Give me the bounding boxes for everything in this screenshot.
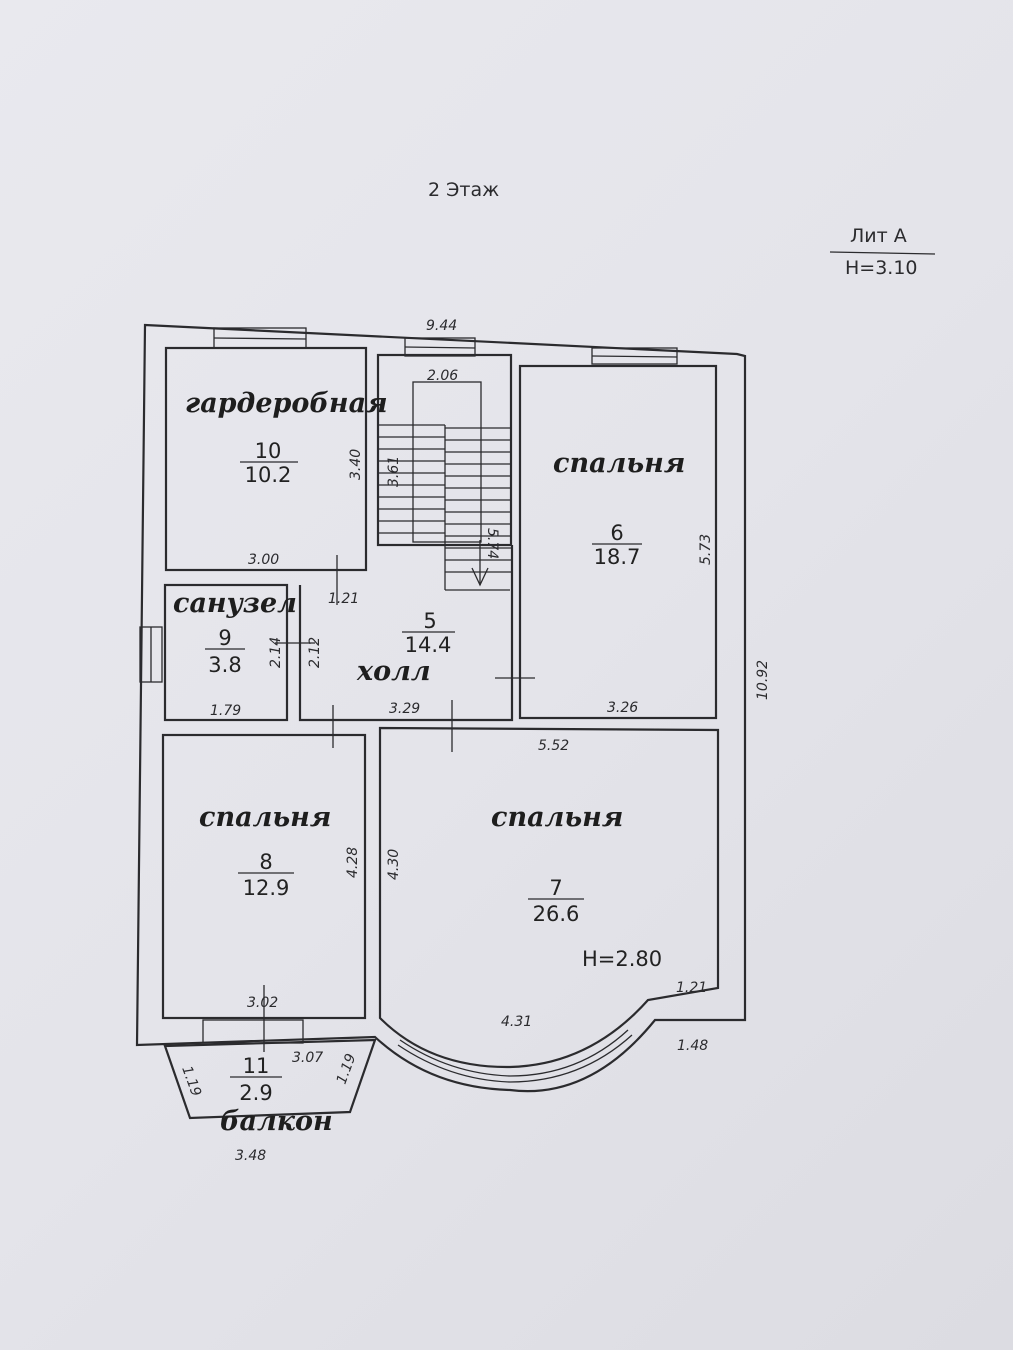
door-markers [263, 555, 535, 1052]
room-area: 12.9 [243, 876, 290, 900]
lit-divider [829, 251, 936, 255]
svg-text:2.06: 2.06 [427, 368, 458, 384]
svg-text:4.28: 4.28 [345, 847, 361, 878]
svg-text:3.26: 3.26 [607, 700, 638, 716]
room-number: 5 [423, 609, 436, 633]
room-name: спальня [553, 448, 685, 479]
room-number: 7 [549, 876, 562, 900]
room-name: холл [356, 656, 431, 687]
floor-title: 2 Этаж [428, 179, 499, 201]
room-bathroom [163, 583, 289, 722]
room-number: 6 [610, 521, 623, 545]
room-number: 11 [243, 1054, 270, 1078]
room-name: балкон [220, 1106, 333, 1137]
room-wardrobe [164, 346, 368, 572]
svg-text:4.31: 4.31 [501, 1014, 532, 1030]
svg-text:1.48: 1.48 [677, 1038, 708, 1054]
svg-text:3.40: 3.40 [348, 449, 364, 480]
room-name: гардеробная [185, 388, 388, 419]
svg-text:3.02: 3.02 [247, 995, 278, 1011]
svg-text:4.30: 4.30 [386, 849, 402, 880]
svg-text:1.21: 1.21 [676, 980, 707, 996]
svg-text:3.00: 3.00 [248, 552, 279, 568]
svg-text:3.61: 3.61 [386, 456, 402, 487]
room-number: 9 [218, 626, 231, 650]
svg-text:2.12: 2.12 [307, 637, 323, 668]
svg-text:5.73: 5.73 [698, 534, 714, 565]
room-area: 26.6 [533, 902, 580, 926]
dimension-labels: 9.44 2.06 3.40 3.61 5.74 3.00 1.21 2.14 … [178, 318, 771, 1164]
room-area: 18.7 [594, 545, 641, 569]
stairs [378, 381, 511, 591]
svg-text:3.07: 3.07 [292, 1050, 323, 1066]
bay-windows [397, 1029, 633, 1083]
svg-text:10.92: 10.92 [755, 660, 771, 700]
room-number: 8 [259, 850, 272, 874]
room-area: 14.4 [405, 633, 452, 657]
lit-label: Лит А [850, 225, 907, 247]
svg-text:1.79: 1.79 [210, 703, 241, 719]
svg-text:3.48: 3.48 [235, 1148, 266, 1164]
room-number: 10 [255, 439, 282, 463]
room-name: санузел [173, 588, 297, 619]
svg-text:5.52: 5.52 [538, 738, 569, 754]
room-height: H=2.80 [582, 947, 662, 971]
svg-text:2.14: 2.14 [268, 637, 284, 668]
outer-wall [135, 323, 747, 1093]
room-name: спальня [199, 802, 331, 833]
room-name: спальня [491, 802, 623, 833]
room-bedroom-6 [518, 364, 718, 720]
room-area: 2.9 [239, 1081, 272, 1105]
room-hall [298, 545, 514, 722]
room-bedroom-7 [378, 726, 720, 1069]
svg-text:1.21: 1.21 [328, 591, 359, 607]
svg-text:3.29: 3.29 [389, 701, 420, 717]
svg-text:1.19: 1.19 [334, 1052, 360, 1087]
room-area: 10.2 [245, 463, 292, 487]
svg-text:5.74: 5.74 [484, 528, 500, 559]
room-area: 3.8 [208, 653, 241, 677]
room-balcony [163, 1038, 377, 1120]
svg-text:9.44: 9.44 [426, 318, 457, 334]
floor-height: H=3.10 [845, 257, 918, 279]
